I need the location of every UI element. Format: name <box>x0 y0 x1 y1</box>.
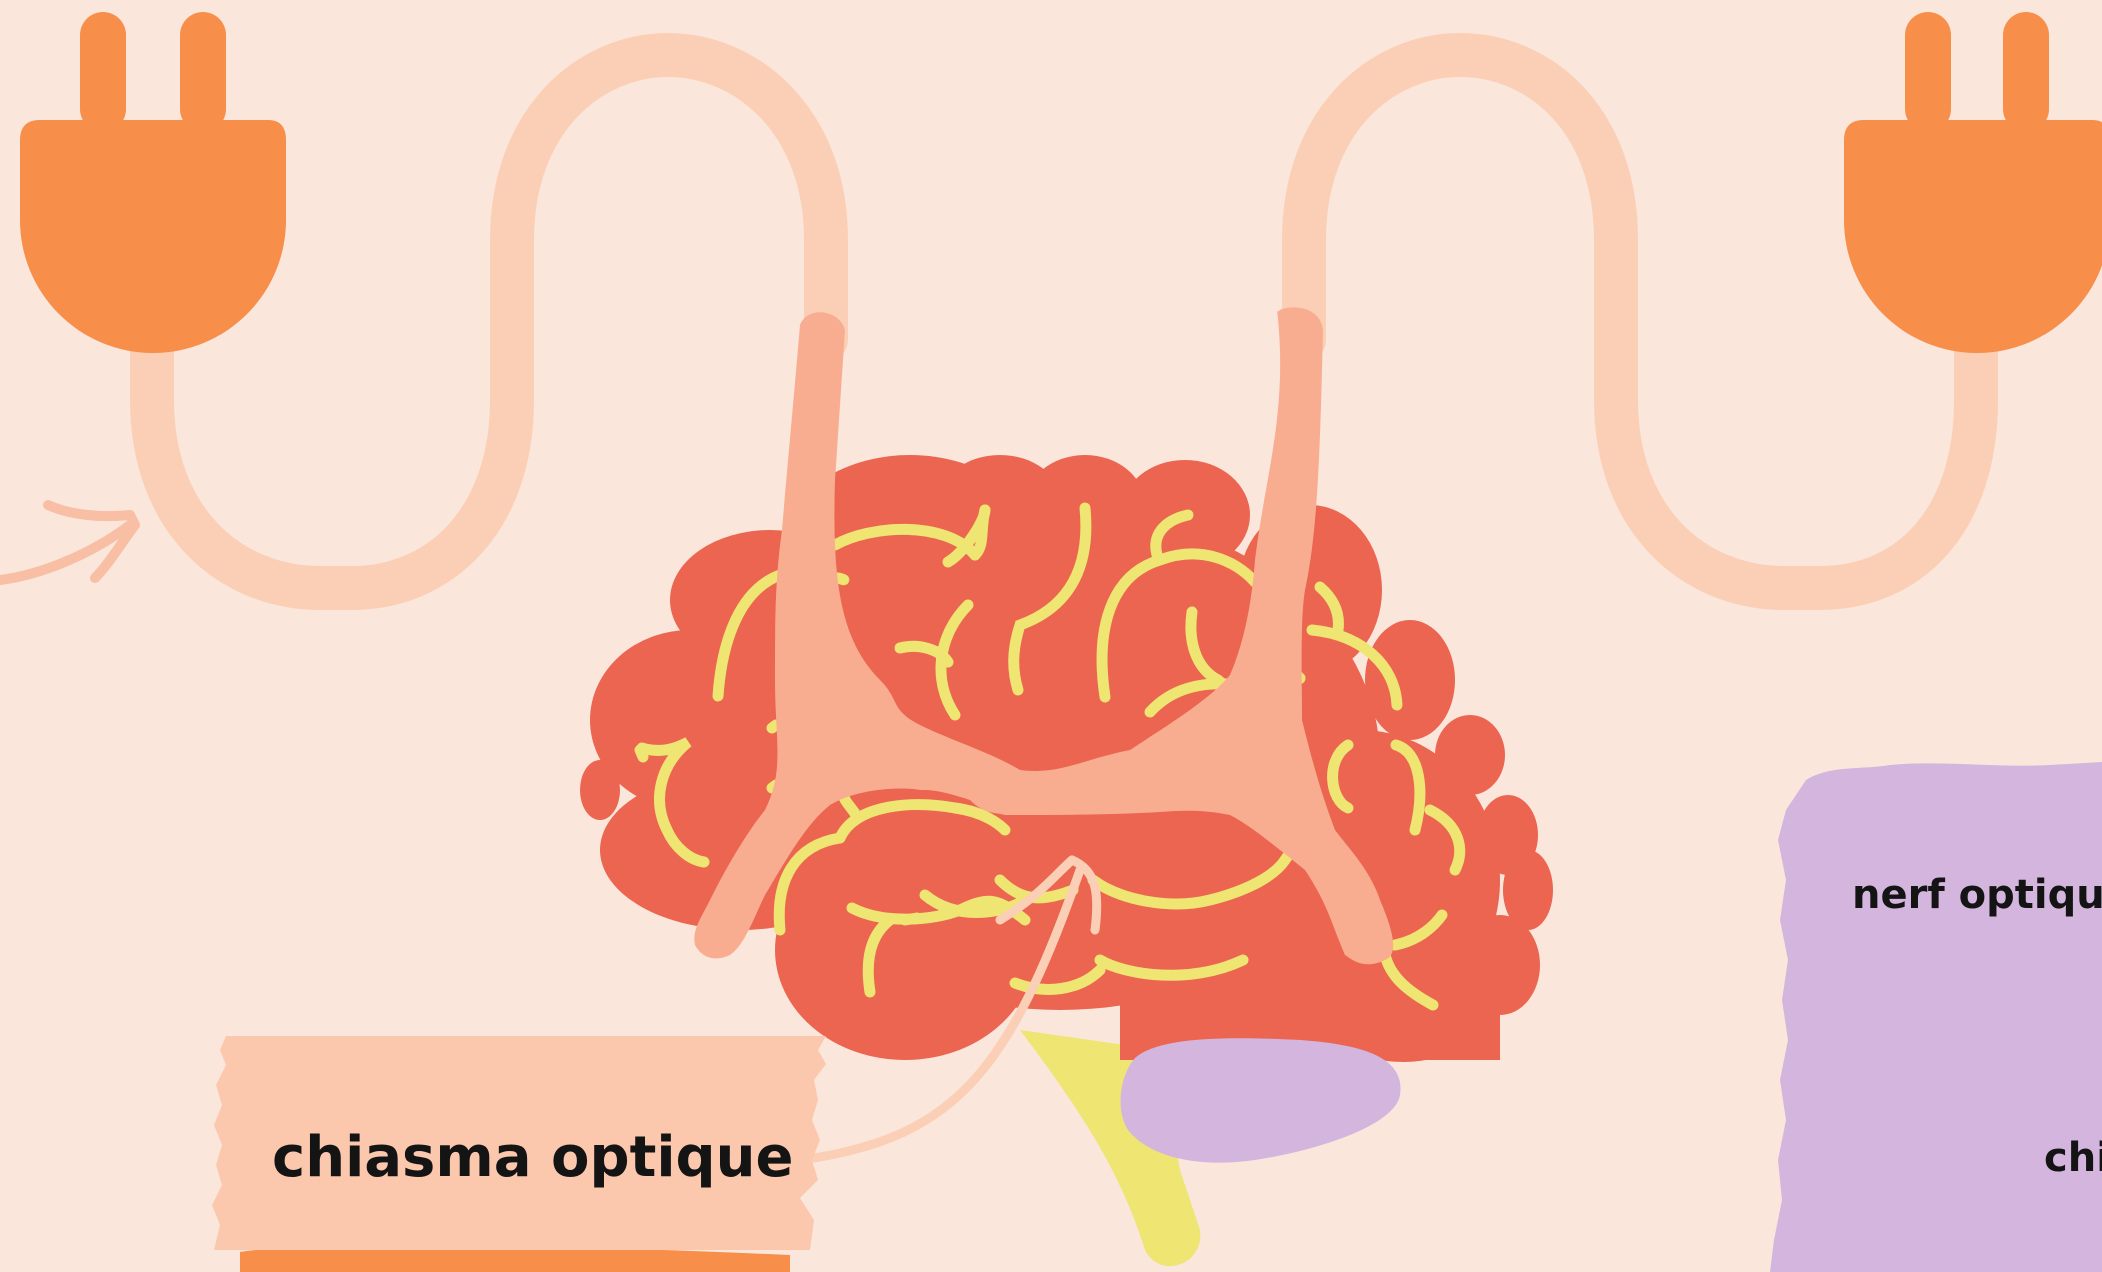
nerf-optique-label: nerf optiqu <box>1852 872 2102 918</box>
note-panel <box>1770 762 2102 1272</box>
brain-icon <box>580 455 1553 1062</box>
arrow-icon <box>0 505 135 580</box>
chi-label: chi <box>2044 1135 2102 1181</box>
right-plug-icon <box>1844 12 2102 353</box>
chiasma-optique-label: chiasma optique <box>272 1125 793 1190</box>
cerebellum <box>1121 1038 1401 1162</box>
left-plug-icon <box>20 12 286 353</box>
